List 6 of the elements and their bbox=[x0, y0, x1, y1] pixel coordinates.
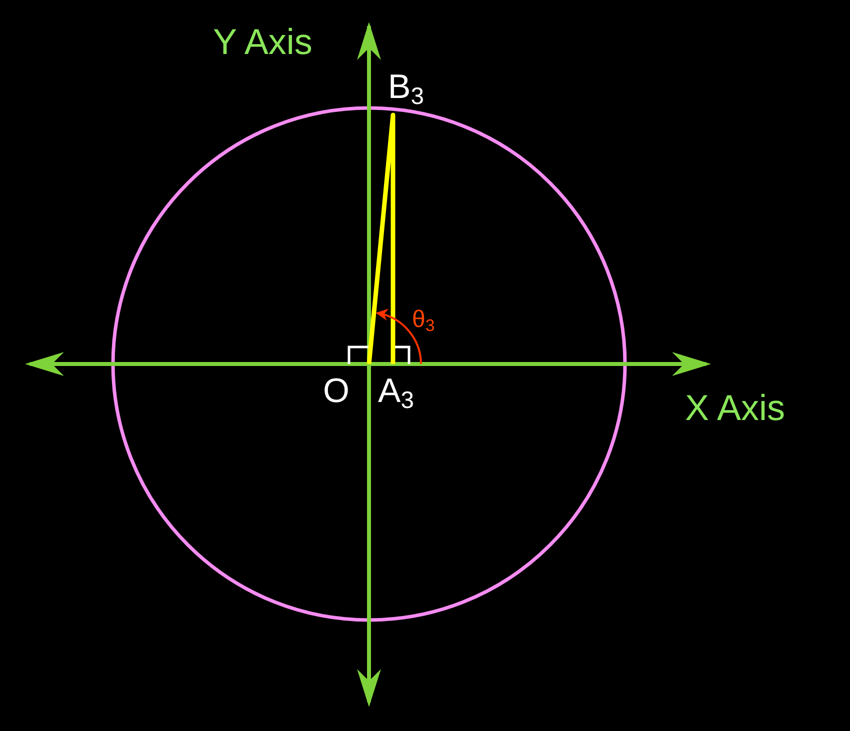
point-label: O bbox=[323, 374, 350, 408]
axis-label: Y Axis bbox=[213, 24, 312, 60]
point-label: A$_{3}$ bbox=[378, 374, 414, 413]
angle-label: θ$_{3}$ bbox=[412, 308, 435, 335]
point-label: B$_{3}$ bbox=[388, 70, 424, 109]
axis-label: X Axis bbox=[685, 390, 786, 426]
